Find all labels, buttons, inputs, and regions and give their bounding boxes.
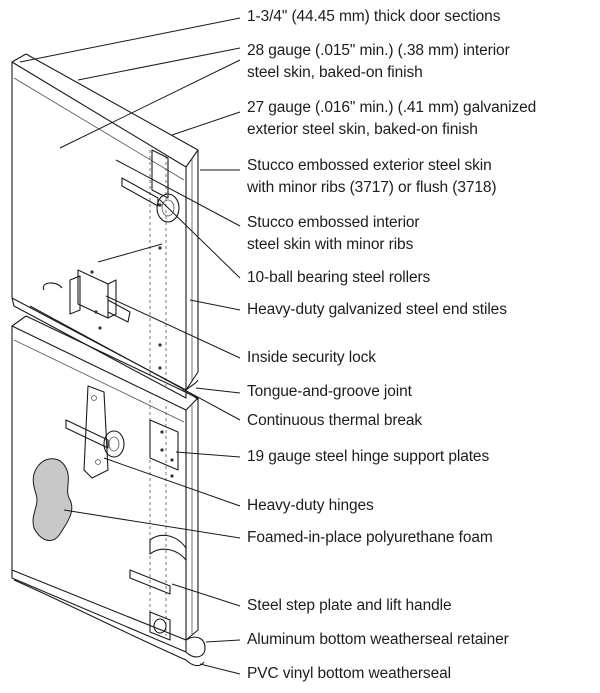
label-line: Aluminum bottom weatherseal retainer: [247, 631, 509, 648]
label-tongue-groove: Tongue-and-groove joint: [247, 381, 412, 403]
label-line: steel skin, baked-on finish: [247, 64, 423, 81]
label-line: Foamed-in-place polyurethane foam: [247, 529, 493, 546]
lower-door-section: [11, 315, 206, 667]
label-line: 27 gauge (.016" min.) (.41 mm) galvanize…: [247, 99, 537, 116]
label-exterior-embossed-skin: Stucco embossed exterior steel skin with …: [247, 155, 497, 199]
label-weatherseal: PVC vinyl bottom weatherseal: [247, 663, 451, 685]
label-line: Heavy-duty hinges: [247, 497, 374, 514]
label-line: 10-ball bearing steel rollers: [247, 269, 431, 286]
label-step-plate: Steel step plate and lift handle: [247, 595, 452, 617]
end-stiles: [149, 150, 174, 636]
label-foam: Foamed-in-place polyurethane foam: [247, 527, 493, 549]
label-line: Tongue-and-groove joint: [247, 383, 412, 400]
label-line: PVC vinyl bottom weatherseal: [247, 665, 451, 682]
label-line: 19 gauge steel hinge support plates: [247, 448, 490, 465]
label-interior-skin-gauge: 28 gauge (.015" min.) (.38 mm) interior s…: [247, 40, 510, 84]
label-security-lock: Inside security lock: [247, 347, 376, 369]
hinge-assembly: [65, 385, 179, 479]
label-line: exterior steel skin, baked-on finish: [247, 121, 478, 138]
step-plate-lift-handle: [129, 534, 187, 641]
security-lock: [42, 269, 131, 330]
label-line: Continuous thermal break: [247, 412, 423, 429]
foam-cutaway: [32, 458, 73, 542]
label-end-stiles: Heavy-duty galvanized steel end stiles: [247, 299, 507, 321]
label-interior-embossed-skin: Stucco embossed interior steel skin with …: [247, 212, 420, 256]
roller-bracket-upper: [121, 149, 180, 223]
label-rollers: 10-ball bearing steel rollers: [247, 267, 430, 289]
label-exterior-skin-gauge: 27 gauge (.016" min.) (.41 mm) galvanize…: [247, 97, 536, 141]
label-hinges: Heavy-duty hinges: [247, 495, 374, 517]
label-door-thickness: 1-3/4" (44.45 mm) thick door sections: [247, 6, 500, 28]
label-line: steel skin with minor ribs: [247, 236, 414, 253]
label-line: 28 gauge (.015" min.) (.38 mm) interior: [247, 42, 510, 59]
label-line: Heavy-duty galvanized steel end stiles: [247, 301, 507, 318]
label-hinge-support-plates: 19 gauge steel hinge support plates: [247, 446, 489, 468]
label-line: Inside security lock: [247, 349, 376, 366]
label-line: 1-3/4" (44.45 mm) thick door sections: [247, 8, 501, 25]
tongue-groove-notch: [181, 389, 199, 401]
label-line: Stucco embossed interior: [247, 214, 420, 231]
label-thermal-break: Continuous thermal break: [247, 410, 422, 432]
label-weatherseal-retainer: Aluminum bottom weatherseal retainer: [247, 629, 509, 651]
leader-lines: [19, 17, 241, 675]
label-line: Stucco embossed exterior steel skin: [247, 157, 492, 174]
label-line: with minor ribs (3717) or flush (3718): [247, 179, 497, 196]
label-line: Steel step plate and lift handle: [247, 597, 452, 614]
